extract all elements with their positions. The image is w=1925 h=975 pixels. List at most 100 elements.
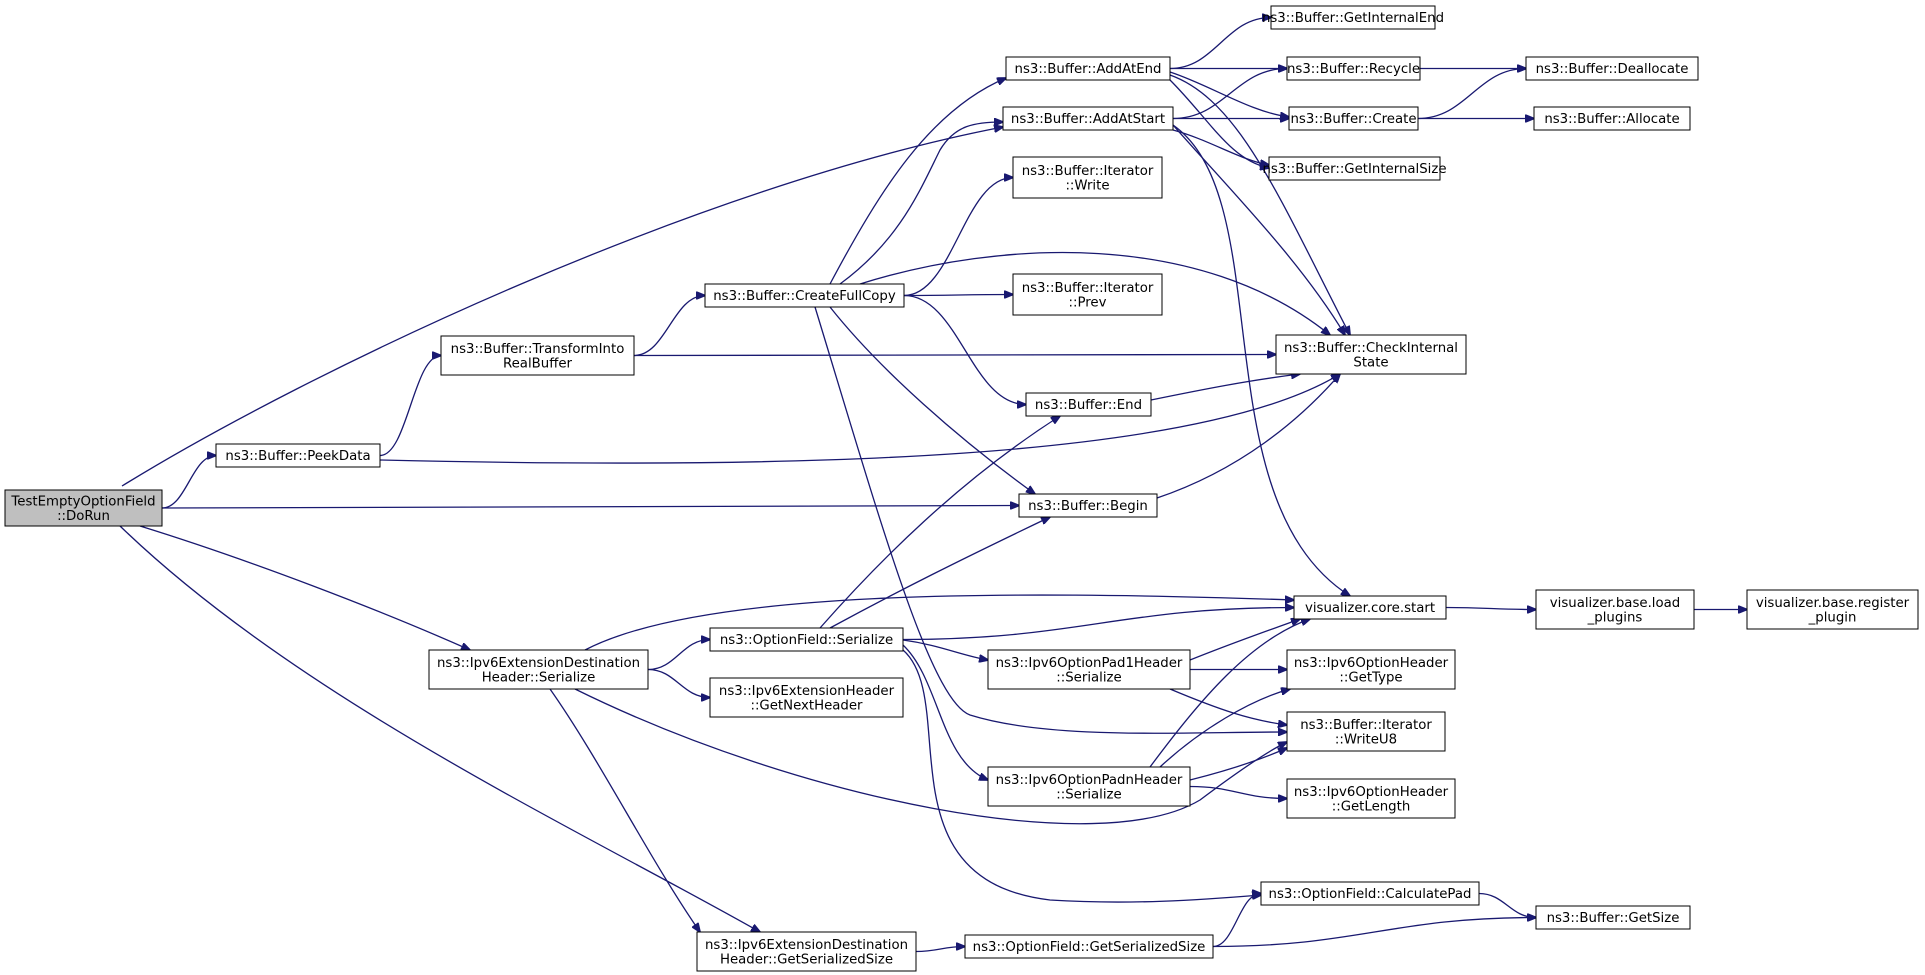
edge-arrow [902, 644, 988, 780]
nodes-layer: TestEmptyOptionField::DoRunns3::Buffer::… [4, 5, 1919, 972]
node-create[interactable]: ns3::Buffer::Create [1288, 106, 1419, 131]
edge-arrow [574, 688, 1287, 825]
edge-arrow [902, 639, 988, 660]
edge-ipv6destsize-to-optfieldsize [915, 947, 965, 953]
node-label-line: ns3::Ipv6ExtensionDestination [705, 938, 908, 953]
edge-arrow [1149, 619, 1310, 768]
edge-createfullcopy-to-addatstart [839, 122, 1003, 285]
node-root[interactable]: TestEmptyOptionField::DoRun [4, 489, 163, 527]
node-end[interactable]: ns3::Buffer::End [1025, 392, 1152, 417]
edge-arrow [839, 122, 1003, 285]
node-label-line: ns3::Buffer::GetInternalEnd [1262, 11, 1444, 26]
node-gettype[interactable]: ns3::Ipv6OptionHeader::GetType [1286, 649, 1456, 690]
node-label-line: ns3::Buffer::GetSize [1547, 911, 1680, 926]
node-label-line: _plugins [1587, 610, 1643, 625]
node-label-line: ns3::Buffer::CreateFullCopy [713, 289, 896, 304]
edge-arrow [161, 506, 1019, 509]
edge-arrow [1169, 71, 1289, 117]
node-createfullcopy[interactable]: ns3::Buffer::CreateFullCopy [704, 283, 905, 308]
edge-root-to-begin [161, 506, 1019, 509]
node-box [1525, 56, 1699, 81]
node-label-line: ns3::Ipv6OptionHeader [1294, 656, 1449, 671]
node-optfieldser[interactable]: ns3::OptionField::Serialize [709, 627, 904, 652]
node-addatstart[interactable]: ns3::Buffer::AddAtStart [1002, 106, 1174, 131]
node-box [1260, 881, 1480, 906]
edge-pad1ser-to-vizcore [1189, 619, 1300, 661]
node-box [1286, 778, 1456, 819]
edge-arrow [121, 127, 1003, 487]
node-label-line: ns3::OptionField::Serialize [720, 633, 893, 648]
node-label-line: ns3::Ipv6ExtensionDestination [437, 656, 640, 671]
edge-ipv6destser-to-vizcore [584, 594, 1294, 651]
edge-arrow [903, 178, 1013, 297]
node-label-line: ns3::Ipv6OptionHeader [1294, 785, 1449, 800]
node-box [1005, 56, 1171, 81]
node-label-line: Header::GetSerializedSize [720, 952, 893, 967]
edge-arrow [1212, 918, 1536, 948]
edge-optfieldser-to-vizcore [902, 608, 1294, 641]
node-box [215, 443, 381, 468]
edge-optfieldser-to-calcpad [902, 649, 1261, 903]
node-peekdata[interactable]: ns3::Buffer::PeekData [215, 443, 381, 468]
edge-arrow [829, 78, 1006, 285]
node-box [987, 649, 1191, 690]
edge-arrow [633, 355, 1276, 356]
edge-root-to-addatstart [121, 127, 1003, 487]
node-box [964, 934, 1214, 959]
edge-arrow [647, 668, 710, 698]
node-label-line: ns3::Ipv6ExtensionHeader [719, 684, 895, 699]
node-ipv6destsize[interactable]: ns3::Ipv6ExtensionDestinationHeader::Get… [696, 931, 917, 972]
node-label-line: ::Prev [1069, 295, 1107, 310]
node-label-line: ns3::Buffer::Iterator [1022, 281, 1154, 296]
node-getnextheader[interactable]: ns3::Ipv6ExtensionHeader::GetNextHeader [709, 677, 904, 718]
node-getinternalend[interactable]: ns3::Buffer::GetInternalEnd [1262, 5, 1444, 30]
node-label-line: ::GetNextHeader [750, 698, 863, 713]
node-vizload[interactable]: visualizer.base.load_plugins [1535, 589, 1695, 630]
edge-peekdata-to-checkinternal [379, 374, 1340, 464]
node-box [1286, 56, 1421, 81]
node-allocate[interactable]: ns3::Buffer::Allocate [1533, 106, 1691, 131]
node-padnser[interactable]: ns3::Ipv6OptionPadnHeader::Serialize [987, 766, 1191, 807]
node-calcpad[interactable]: ns3::OptionField::CalculatePad [1260, 881, 1480, 906]
node-label-line: ns3::OptionField::CalculatePad [1269, 887, 1472, 902]
node-label-line: ::Serialize [1056, 787, 1121, 802]
node-iterprev[interactable]: ns3::Buffer::Iterator::Prev [1012, 273, 1163, 316]
node-label-line: ns3::Buffer::TransformInto [451, 342, 625, 357]
edge-optfieldsize-to-getsize [1212, 918, 1536, 948]
node-pad1ser[interactable]: ns3::Ipv6OptionPad1Header::Serialize [987, 649, 1191, 690]
node-label-line: ::Serialize [1056, 670, 1121, 685]
node-optfieldsize[interactable]: ns3::OptionField::GetSerializedSize [964, 934, 1214, 959]
node-getlength[interactable]: ns3::Ipv6OptionHeader::GetLength [1286, 778, 1456, 819]
edge-end-to-checkinternal [1150, 374, 1300, 401]
node-recycle[interactable]: ns3::Buffer::Recycle [1286, 56, 1421, 81]
edge-root-to-peekdata [161, 456, 216, 509]
node-box [4, 489, 163, 527]
edge-createfullcopy-to-addatend [829, 78, 1006, 285]
node-ipv6destser[interactable]: ns3::Ipv6ExtensionDestinationHeader::Ser… [428, 649, 649, 690]
node-label-line: Header::Serialize [482, 670, 596, 685]
edge-arrow [1189, 748, 1287, 781]
node-addatend[interactable]: ns3::Buffer::AddAtEnd [1005, 56, 1171, 81]
node-getsize[interactable]: ns3::Buffer::GetSize [1535, 905, 1691, 930]
node-getinternalsize[interactable]: ns3::Buffer::GetInternalSize [1262, 156, 1447, 181]
node-label-line: ns3::Buffer::Begin [1028, 499, 1148, 514]
node-writeu8[interactable]: ns3::Buffer::Iterator::WriteU8 [1286, 711, 1446, 752]
node-vizreg[interactable]: visualizer.base.register_plugin [1746, 589, 1919, 630]
node-begin[interactable]: ns3::Buffer::Begin [1018, 493, 1158, 518]
edge-optfieldser-to-begin [829, 517, 1050, 629]
edge-arrow [1169, 18, 1271, 70]
edge-arrow [1189, 785, 1287, 799]
edge-arrow [829, 306, 1035, 494]
edge-addatend-to-getinternalend [1169, 18, 1271, 70]
node-label-line: ns3::Buffer::End [1035, 398, 1142, 413]
node-vizcore[interactable]: visualizer.core.start [1293, 595, 1447, 620]
node-deallocate[interactable]: ns3::Buffer::Deallocate [1525, 56, 1699, 81]
edge-addatend-to-create [1169, 71, 1289, 117]
edge-arrow [1445, 608, 1536, 610]
node-iterwrite[interactable]: ns3::Buffer::Iterator::Write [1012, 156, 1163, 199]
edge-addatstart-to-getinternalsize [1172, 129, 1269, 165]
edge-arrow [379, 356, 441, 457]
